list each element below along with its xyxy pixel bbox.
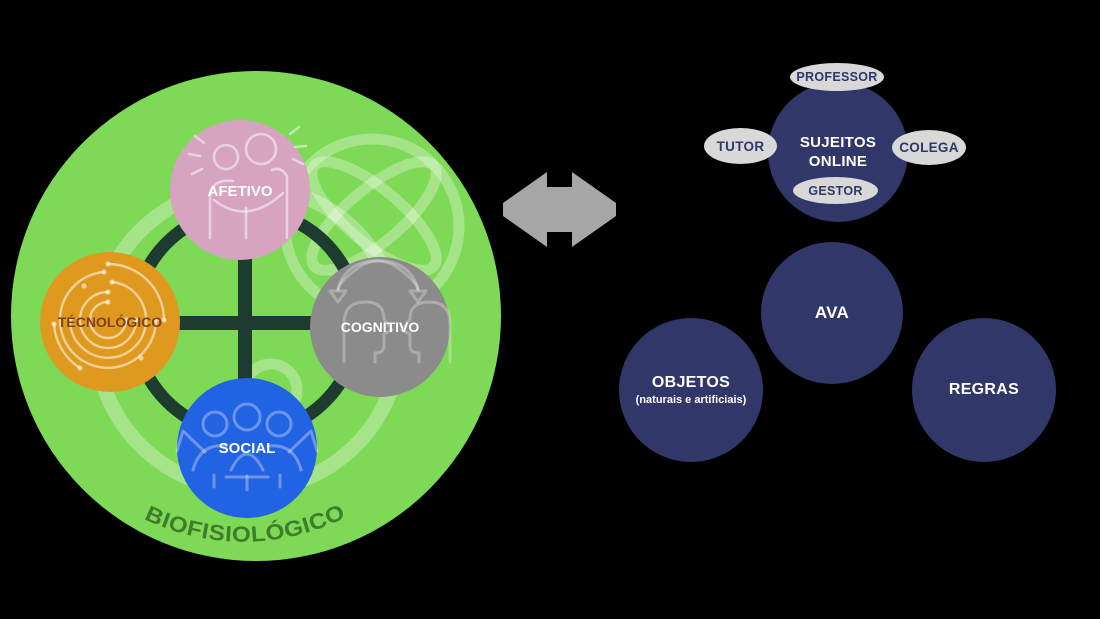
minds-exchange-icon <box>328 259 452 364</box>
cognitivo-label: COGNITIVO <box>341 319 420 335</box>
cognitivo-circle <box>310 257 450 397</box>
node-cognitivo: COGNITIVO <box>310 257 452 397</box>
badge-tutor-label: TUTOR <box>716 138 765 154</box>
biofisiologico-system: AFETIVO TÉCNOLÓGICO <box>11 71 501 561</box>
circuit-dots <box>51 261 167 371</box>
badge-gestor-label: GESTOR <box>808 183 863 198</box>
ava-label: AVA <box>814 303 850 322</box>
afetivo-label: AFETIVO <box>207 183 272 200</box>
hub-label-line2: ONLINE <box>808 153 868 170</box>
objetos-label: OBJETOS <box>651 374 731 391</box>
circuit-rings-icon <box>52 262 166 370</box>
double-headed-arrow-icon <box>503 172 616 247</box>
social-label: SOCIAL <box>219 440 276 457</box>
tecnologico-circle <box>40 252 180 392</box>
circle-ava: AVA <box>761 242 903 384</box>
node-social: SOCIAL <box>175 378 319 518</box>
badge-professor: PROFESSOR <box>790 63 884 91</box>
hub-label-line1: SUJEITOS <box>799 133 877 151</box>
social-circle <box>177 378 317 518</box>
circle-regras: REGRAS <box>912 318 1056 462</box>
objetos-sublabel: (naturais e artificiais) <box>635 394 747 406</box>
badge-colega-label: COLEGA <box>899 140 959 155</box>
badge-professor-label: PROFESSOR <box>796 70 878 84</box>
badge-gestor: GESTOR <box>793 177 878 204</box>
linked-people-icon <box>175 402 319 492</box>
regras-label: REGRAS <box>948 381 1020 398</box>
badge-tutor: TUTOR <box>704 128 777 164</box>
node-tecnologico: TÉCNOLÓGICO <box>40 252 180 392</box>
circle-objetos: OBJETOS (naturais e artificiais) <box>619 318 763 462</box>
hugging-people-icon <box>187 125 308 240</box>
badge-colega: COLEGA <box>892 130 966 165</box>
node-afetivo: AFETIVO <box>170 120 310 260</box>
tecnologico-label: TÉCNOLÓGICO <box>58 313 162 330</box>
